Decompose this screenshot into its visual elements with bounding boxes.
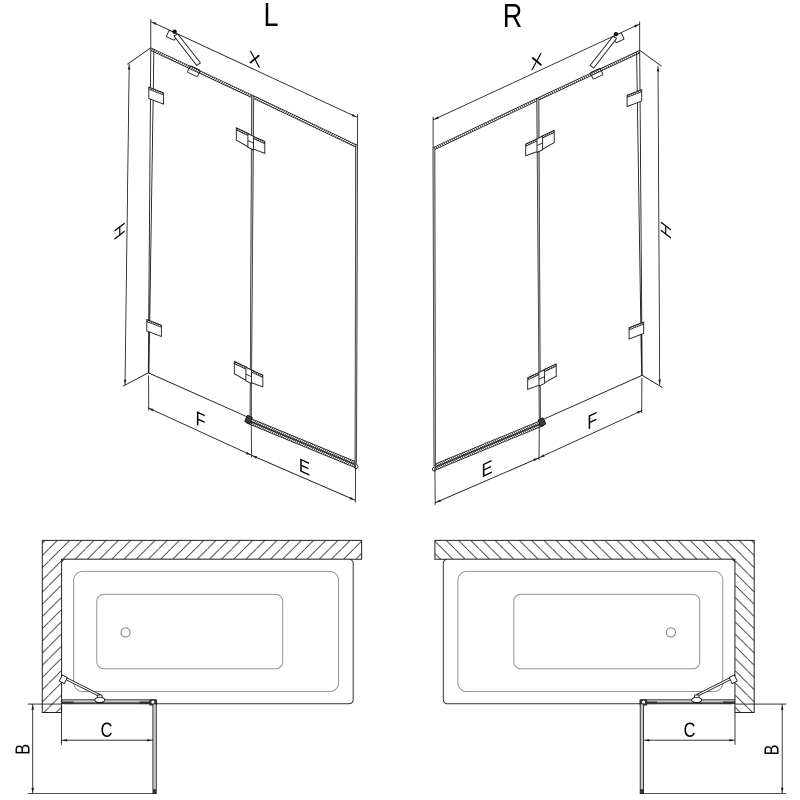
svg-text:X: X: [531, 49, 543, 75]
svg-text:L: L: [264, 0, 279, 34]
svg-text:F: F: [196, 406, 206, 433]
svg-text:E: E: [299, 454, 310, 481]
svg-text:C: C: [684, 718, 696, 741]
svg-text:H: H: [658, 218, 674, 243]
svg-text:F: F: [587, 407, 597, 434]
svg-text:C: C: [101, 718, 113, 741]
svg-text:E: E: [482, 455, 493, 482]
svg-text:B: B: [10, 744, 33, 755]
svg-text:B: B: [760, 745, 783, 756]
svg-text:R: R: [503, 0, 523, 35]
svg-text:H: H: [111, 219, 127, 244]
svg-text:X: X: [249, 47, 261, 73]
